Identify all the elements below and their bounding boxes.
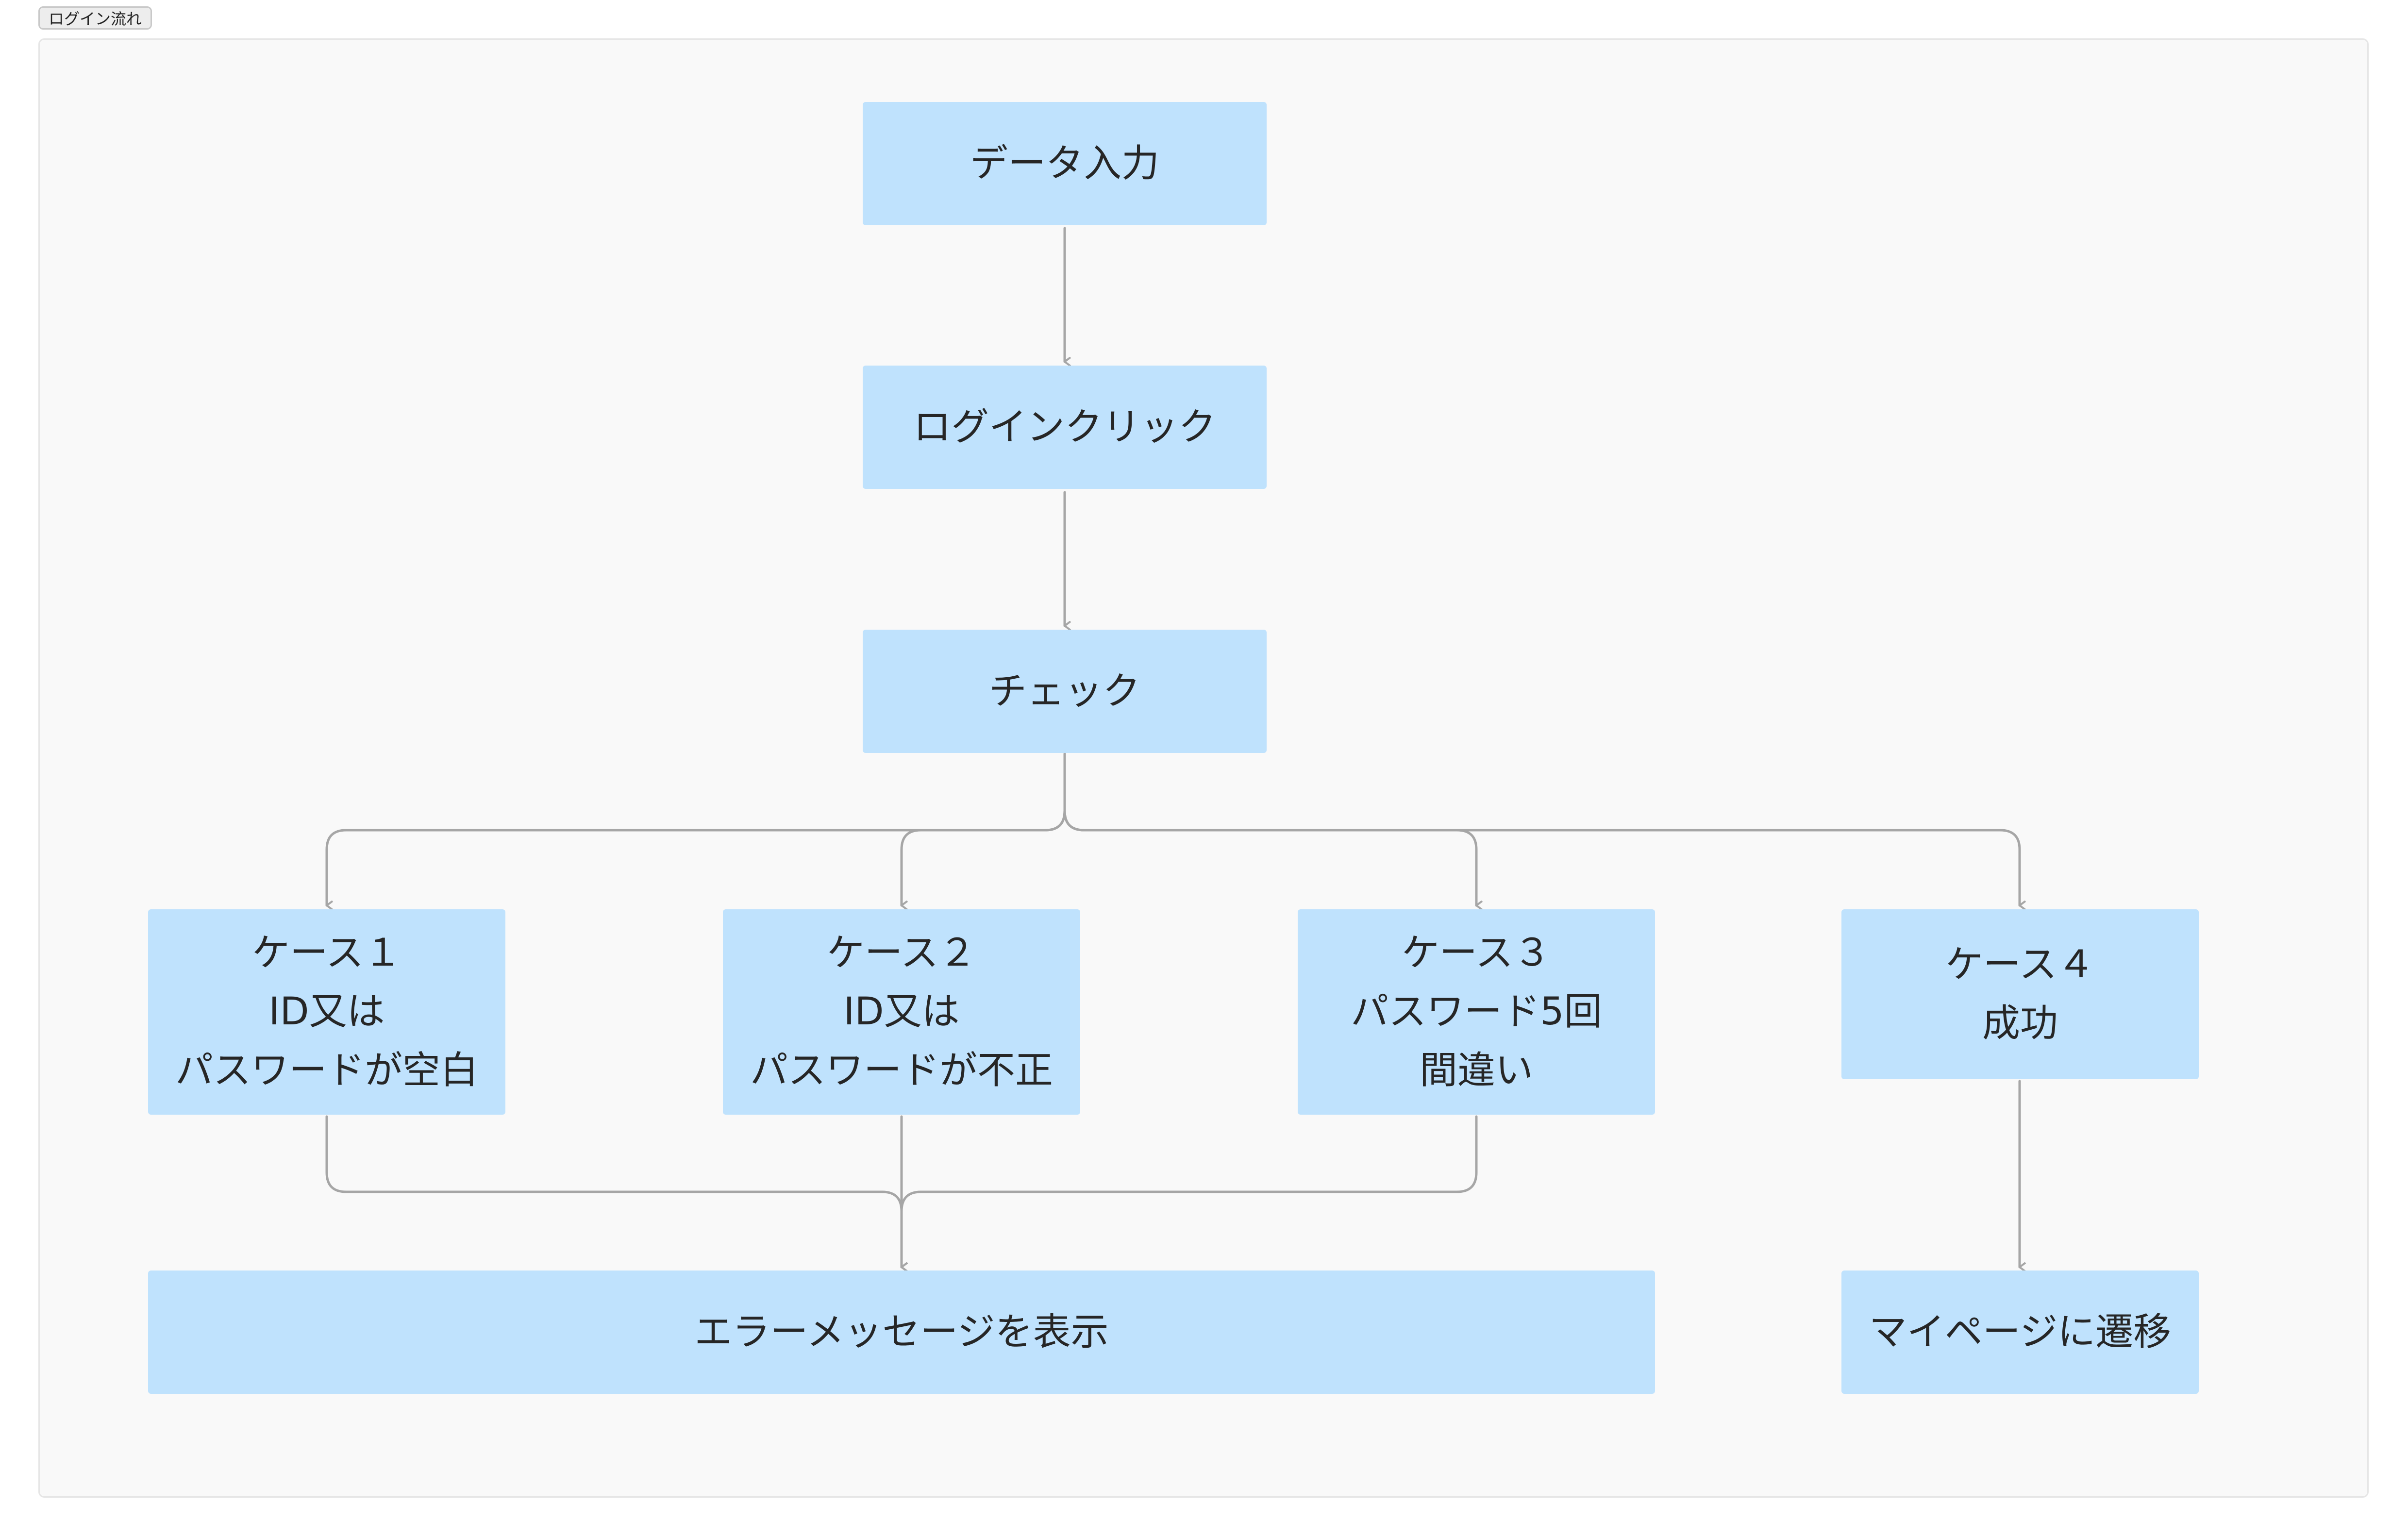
node-case4[interactable]: ケース４ 成功 [1841,909,2199,1079]
node-error-message-label: エラーメッセージを表示 [694,1310,1109,1354]
node-mypage-label: マイページに遷移 [1869,1310,2172,1354]
node-case2-line3: パスワードが不正 [750,1049,1053,1092]
node-case1[interactable]: ケース１ ID又は パスワードが空白 [148,909,505,1115]
node-data-input-label: データ入力 [970,141,1159,185]
node-check-label: チェック [988,669,1140,713]
edge-case1-to-error [325,1115,902,1267]
node-case2-line1: ケース２ [826,931,977,975]
node-login-click[interactable]: ログインクリック [863,366,1267,489]
diagram-tab[interactable]: ログイン流れ [38,6,152,30]
node-case4-line1: ケース４ [1945,943,2095,986]
node-data-input[interactable]: データ入力 [863,102,1267,225]
node-mypage[interactable]: マイページに遷移 [1841,1271,2199,1394]
node-case2-line2: ID又は [843,990,960,1034]
node-case3-line1: ケース３ [1401,931,1552,975]
node-case4-line2: 成功 [1982,1002,2058,1045]
node-case2[interactable]: ケース２ ID又は パスワードが不正 [723,909,1080,1115]
edge-case3-to-error [900,1115,1478,1267]
edge-check-to-case4 [1063,752,2020,905]
node-check[interactable]: チェック [863,630,1267,753]
node-case1-line1: ケース１ [251,931,402,975]
edge-check-to-case2 [900,752,1066,905]
node-error-message[interactable]: エラーメッセージを表示 [148,1271,1655,1394]
node-case3[interactable]: ケース３ パスワード5回 間違い [1298,909,1655,1115]
node-case3-line2: パスワード5回 [1351,990,1602,1034]
diagram-canvas [38,38,2369,1498]
node-case3-line3: 間違い [1419,1049,1533,1092]
node-case1-line3: パスワードが空白 [175,1049,478,1092]
node-case1-line2: ID又は [268,990,385,1034]
node-login-click-label: ログインクリック [913,405,1216,449]
